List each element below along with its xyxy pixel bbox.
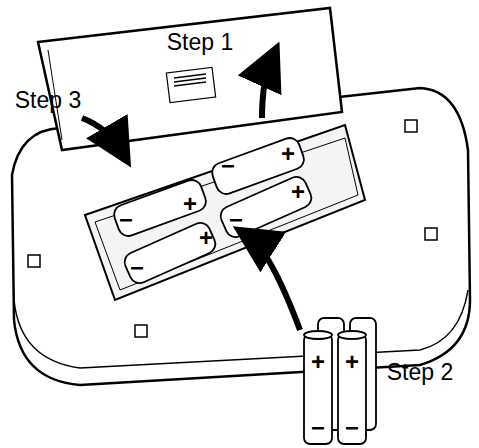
polarity-sign: +	[199, 226, 213, 250]
polarity-sign: +	[311, 350, 325, 374]
polarity-sign: −	[221, 154, 235, 178]
tab	[135, 325, 147, 337]
battery	[338, 334, 366, 444]
tab	[28, 255, 40, 267]
polarity-sign: +	[291, 180, 305, 204]
polarity-sign: +	[345, 350, 359, 374]
step-label: Step 3	[15, 89, 82, 112]
battery-top	[304, 331, 332, 339]
polarity-sign: −	[119, 208, 133, 232]
battery	[304, 334, 332, 444]
insert-arrow	[248, 236, 300, 330]
polarity-sign: −	[311, 416, 325, 440]
compartment-inner	[95, 138, 358, 290]
polarity-sign: +	[183, 192, 197, 216]
polarity-sign: −	[130, 256, 144, 280]
close-arrow	[82, 118, 122, 152]
battery-compartment	[85, 125, 365, 300]
polarity-sign: −	[229, 208, 243, 232]
step-label: Step 2	[387, 361, 454, 384]
polarity-sign: +	[281, 142, 295, 166]
battery-top	[338, 331, 366, 339]
battery	[217, 174, 314, 241]
battery	[121, 220, 218, 287]
lift-arrow	[262, 58, 272, 118]
body-rim	[14, 290, 468, 368]
tab	[425, 228, 437, 240]
step-label: Step 1	[167, 31, 234, 54]
rating-plate	[166, 67, 215, 102]
battery-lid	[38, 8, 342, 150]
tab	[405, 120, 417, 132]
polarity-sign: −	[345, 416, 359, 440]
